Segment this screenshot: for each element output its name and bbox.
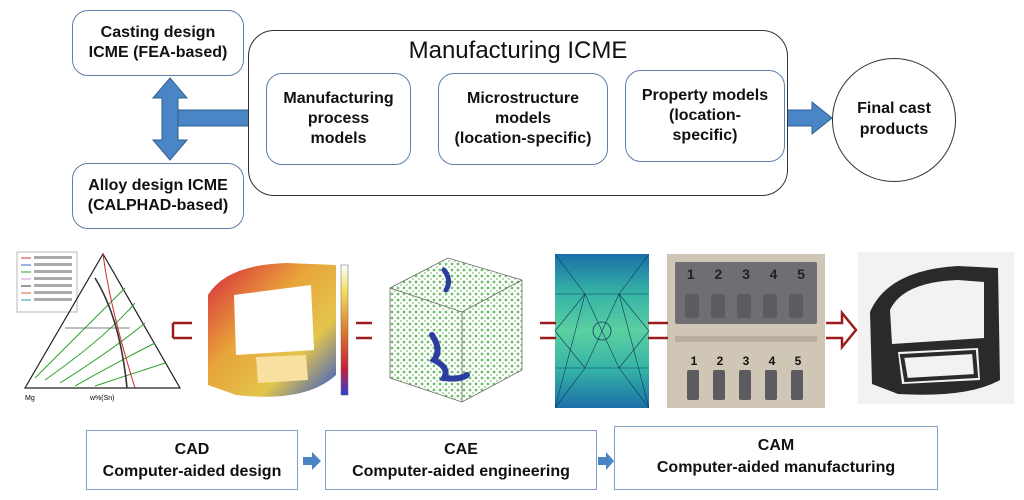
manufacturing-icme-title: Manufacturing ICME: [408, 37, 628, 64]
cam-abbr: CAM: [757, 437, 795, 454]
red-arrow-5: [826, 309, 858, 351]
specimen-bottom-label-5: 5: [794, 354, 802, 368]
final-products-circle: Final cast products: [832, 58, 956, 182]
microstructure-models-box: Microstructure models (location-specific…: [438, 73, 608, 165]
cad-abbr: CAD: [174, 441, 210, 458]
specimen-bottom-label-2: 2: [716, 354, 724, 368]
specimen-label-4: 4: [769, 266, 778, 282]
casting-design-box: Casting design ICME (FEA-based): [72, 10, 244, 76]
tensile-specimens-photo: 1 2 3 4 5 1 2 3 4 5: [667, 254, 825, 408]
process-models-box: Manufacturing process models: [266, 73, 411, 165]
double-arrow: [151, 77, 189, 161]
specimen-bottom-label-4: 4: [768, 354, 776, 368]
red-arrow-1: [171, 321, 192, 340]
red-arrow-4: [648, 321, 668, 340]
bottom-arrow-1: [303, 452, 321, 470]
property-models-box: Property models (location- specific): [625, 70, 785, 162]
red-arrow-3: [540, 321, 556, 340]
specimen-label-1: 1: [686, 266, 695, 282]
specimen-label-5: 5: [797, 266, 806, 282]
cam-name: Computer-aided manufacturing: [656, 459, 896, 477]
cae-box: CAE Computer-aided engineering: [325, 430, 597, 490]
svg-text:w%(Sn): w%(Sn): [89, 395, 115, 402]
specimen-bottom-label-3: 3: [742, 354, 750, 368]
red-arrow-2: [356, 321, 372, 340]
microstructure-cube-image: [389, 257, 523, 403]
cae-abbr: CAE: [444, 441, 478, 458]
phase-diagram-image: Mg w%(Sn): [16, 251, 182, 402]
arrow-to-final: [785, 100, 833, 136]
cae-name: Computer-aided engineering: [352, 463, 570, 481]
specimen-label-2: 2: [714, 266, 723, 282]
cad-box: CAD Computer-aided design: [86, 430, 298, 490]
door-thermal-map-image: [208, 263, 349, 397]
specimen-label-3: 3: [742, 266, 750, 282]
final-door-photo: [858, 252, 1014, 404]
fea-mesh-image: [555, 254, 649, 408]
cad-name: Computer-aided design: [102, 463, 282, 481]
alloy-design-box: Alloy design ICME (CALPHAD-based): [72, 163, 244, 229]
cam-box: CAM Computer-aided manufacturing: [614, 426, 938, 490]
bottom-arrow-2: [598, 452, 614, 470]
svg-text:Mg: Mg: [25, 395, 35, 402]
specimen-bottom-label-1: 1: [690, 354, 698, 368]
